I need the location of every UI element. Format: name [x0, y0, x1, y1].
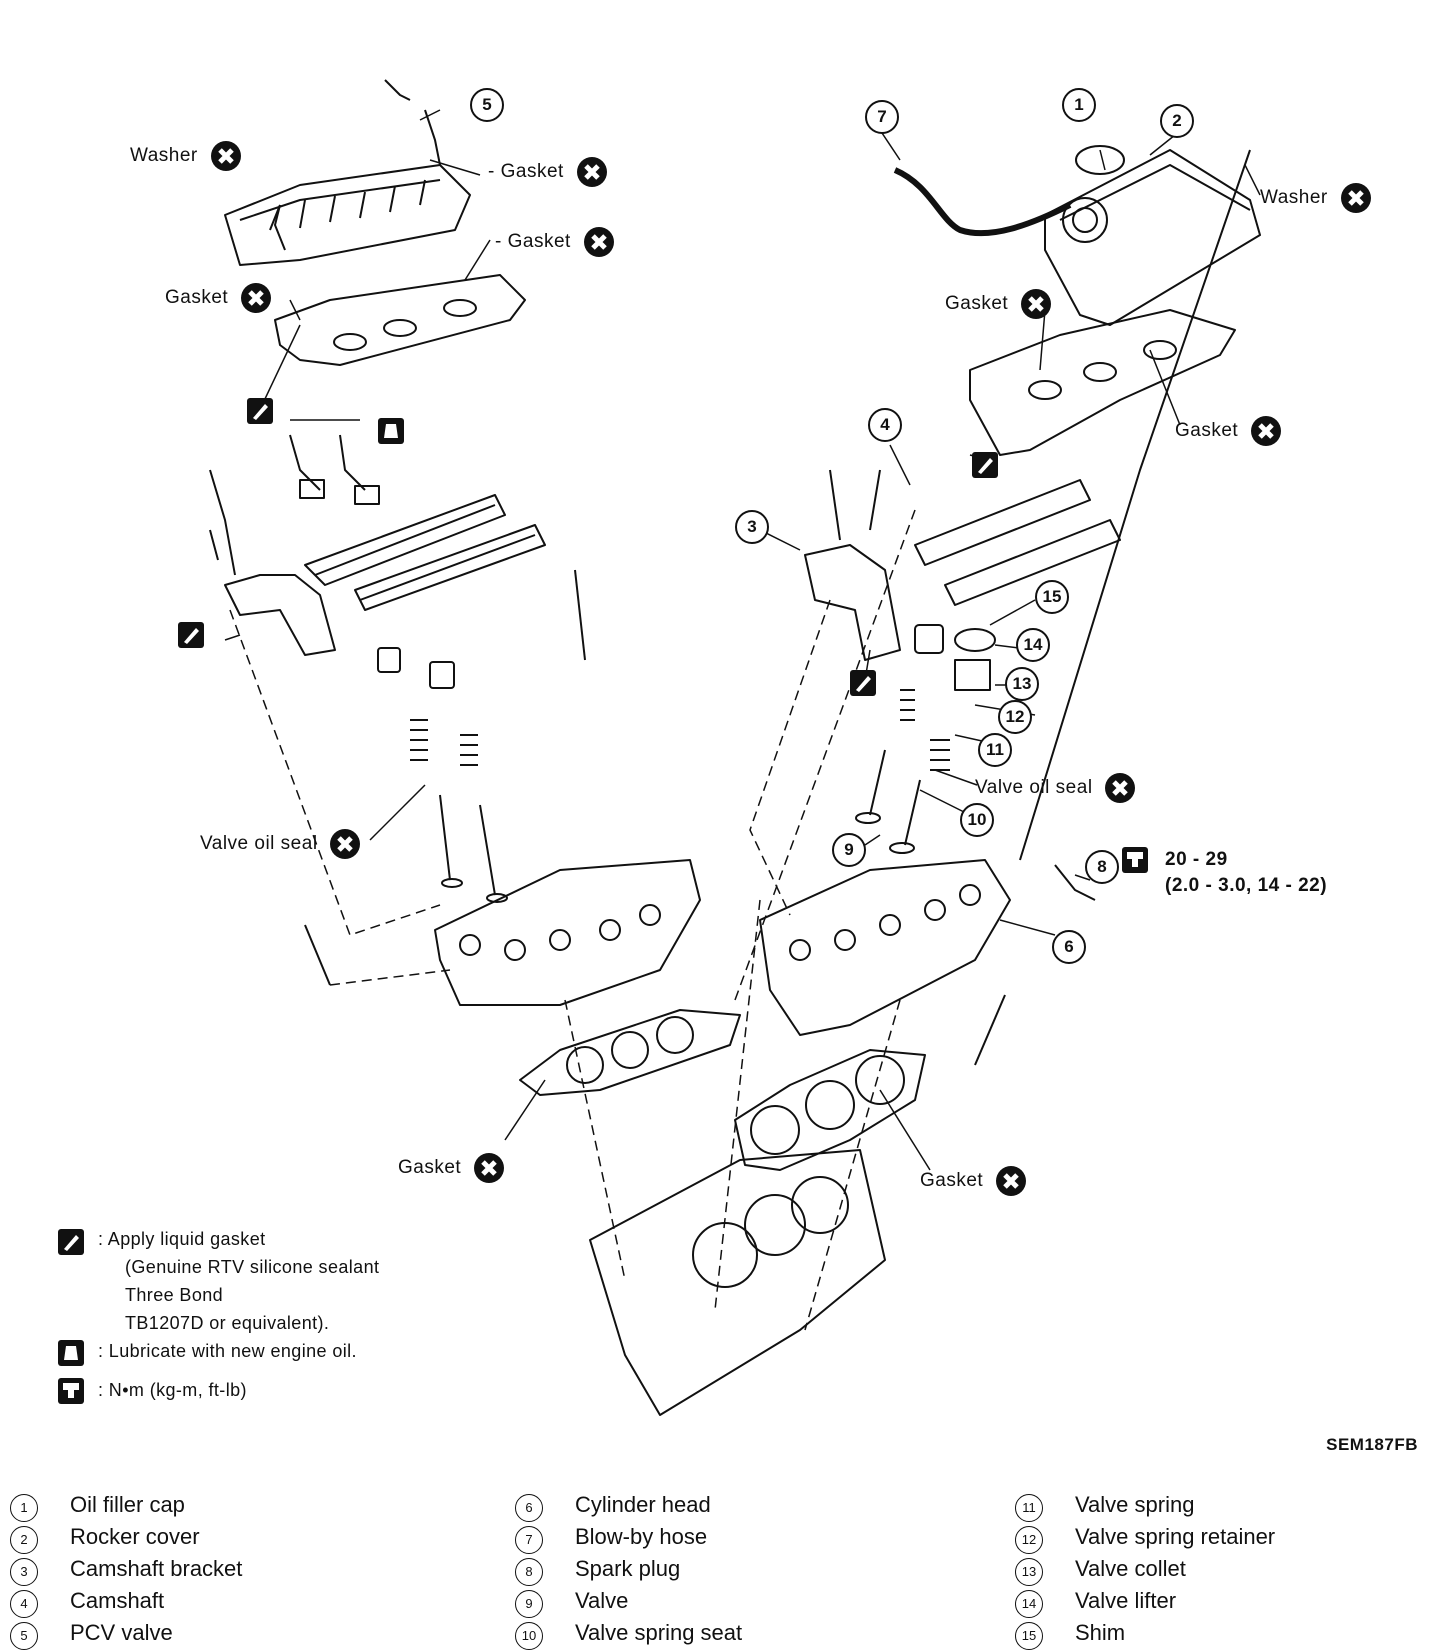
right-cylinder-head	[759, 859, 1011, 1036]
callout-15: 15	[1035, 580, 1069, 614]
legend-lubricate: : Lubricate with new engine oil.	[98, 1341, 357, 1361]
legend-liquid-gasket-line2: (Genuine RTV silicone sealant	[125, 1257, 380, 1277]
right-rocker-gasket	[969, 309, 1236, 456]
x-circle-icon	[995, 1166, 1026, 1196]
legend-liquid-gasket-line4: TB1207D or equivalent).	[125, 1313, 330, 1333]
left-rocker-cover	[224, 164, 471, 266]
torque-wrench-icon	[1122, 847, 1148, 873]
x-circle-icon	[473, 1153, 504, 1183]
callout-13: 13	[1005, 667, 1039, 701]
callout-6: 6	[1052, 930, 1086, 964]
x-circle-icon	[1105, 773, 1136, 803]
cylinder-block	[589, 1149, 886, 1416]
x-circle-icon	[1250, 416, 1281, 446]
callout-3: 3	[735, 510, 769, 544]
washer-label-right: Washer	[1260, 182, 1372, 214]
left-camshafts	[304, 494, 546, 611]
x-circle-icon	[240, 283, 271, 313]
liquid-gasket-icon	[850, 670, 876, 696]
left-camshaft-bracket	[224, 574, 336, 656]
liquid-gasket-icon	[972, 452, 998, 478]
left-cylinder-head	[434, 859, 701, 1006]
gasket-label-left-plug: - Gasket	[495, 226, 615, 258]
blow-by-hose	[893, 167, 1072, 237]
oil-filler-cap	[1075, 145, 1125, 175]
callout-10: 10	[960, 803, 994, 837]
x-circle-icon	[576, 157, 607, 187]
gasket-label-right-cover: Gasket	[1175, 415, 1282, 447]
callout-9: 9	[832, 833, 866, 867]
left-head-gasket	[519, 1009, 741, 1096]
liquid-gasket-icon	[247, 398, 273, 424]
legend-torque-units: : N•m (kg-m, ft-lb)	[98, 1380, 247, 1400]
legend-liquid-gasket: : Apply liquid gasket	[98, 1229, 266, 1249]
gasket-label-right-head: Gasket	[920, 1165, 1027, 1197]
washer-label-left: Washer	[130, 140, 242, 172]
valve-oil-seal-label-left: Valve oil seal	[200, 828, 361, 860]
gasket-label-pcv: - Gasket	[488, 156, 608, 188]
left-rocker-gasket	[274, 274, 526, 366]
callout-7: 7	[865, 100, 899, 134]
gasket-label-right-plug: Gasket	[945, 288, 1052, 320]
callout-11: 11	[978, 733, 1012, 767]
callout-14: 14	[1016, 628, 1050, 662]
torque-spec: 20 - 29 (2.0 - 3.0, 14 - 22)	[1165, 849, 1328, 896]
figure-code: SEM187FB	[1326, 1435, 1418, 1454]
callout-2: 2	[1160, 104, 1194, 138]
callout-12: 12	[998, 700, 1032, 734]
valve-oil-seal-label-right: Valve oil seal	[975, 772, 1136, 804]
liquid-gasket-icon	[58, 1229, 84, 1255]
callout-1: 1	[1062, 88, 1096, 122]
right-rocker-cover	[1044, 149, 1261, 326]
x-circle-icon	[583, 227, 614, 257]
gasket-label-left-head: Gasket	[398, 1152, 505, 1184]
right-camshafts	[914, 479, 1121, 606]
callout-8: 8	[1085, 850, 1119, 884]
x-circle-icon	[210, 141, 241, 171]
callout-5: 5	[470, 88, 504, 122]
x-circle-icon	[1340, 183, 1371, 213]
right-camshaft-bracket	[804, 544, 901, 661]
oil-can-icon	[58, 1340, 84, 1366]
gasket-label-left-cover: Gasket	[165, 282, 272, 314]
oil-can-icon	[378, 418, 404, 444]
torque-wrench-icon	[58, 1378, 84, 1404]
right-head-gasket	[734, 1049, 926, 1171]
x-circle-icon	[330, 829, 361, 859]
liquid-gasket-icon	[178, 622, 204, 648]
legend-liquid-gasket-line3: Three Bond	[125, 1285, 224, 1305]
callout-4: 4	[868, 408, 902, 442]
x-circle-icon	[1020, 289, 1051, 319]
